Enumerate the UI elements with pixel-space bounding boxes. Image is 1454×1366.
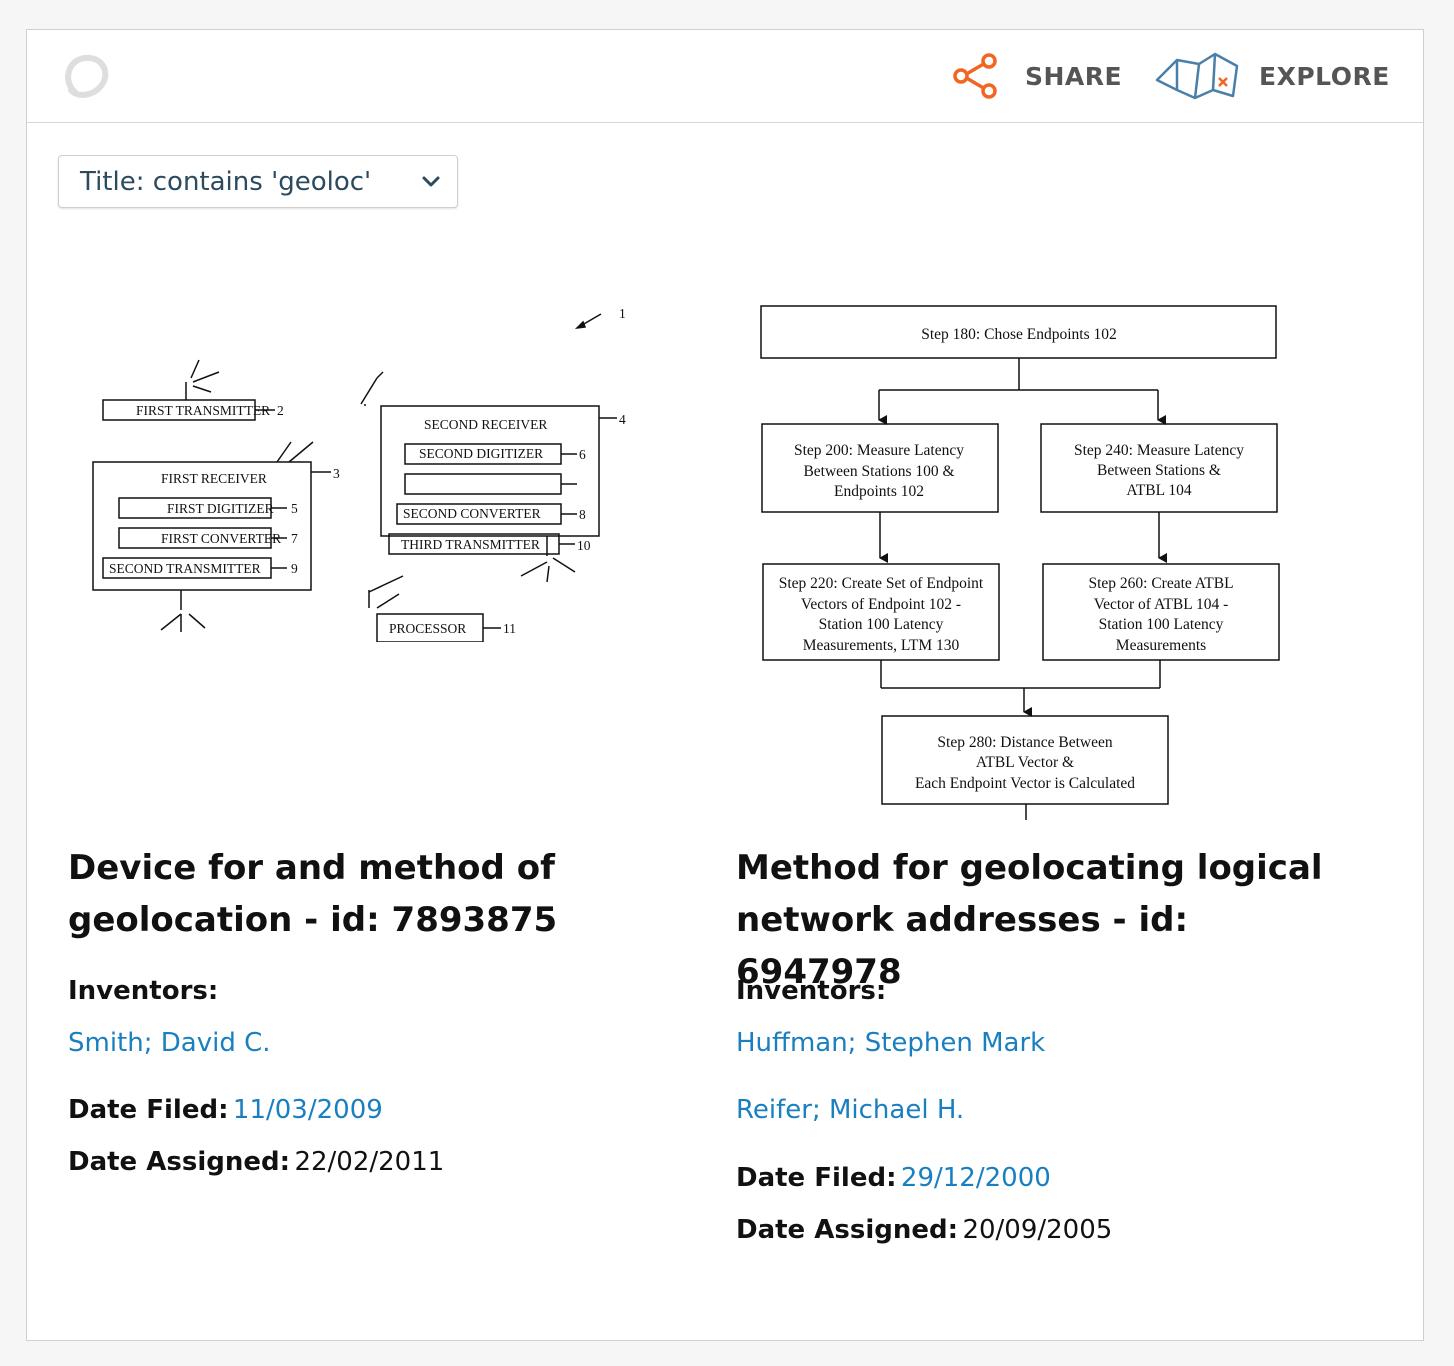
result-1-inventor-link[interactable]: Smith; David C. xyxy=(68,1028,271,1058)
chevron-down-icon xyxy=(422,176,440,186)
fig2-step-240-l2: Between Stations & xyxy=(1097,462,1221,479)
fig1-ref-4: 4 xyxy=(619,412,626,427)
fig2-step-220-l4: Measurements, LTM 130 xyxy=(803,637,960,654)
result-1-date-filed: Date Filed: 11/03/2009 xyxy=(68,1095,383,1125)
share-label: SHARE xyxy=(1025,61,1123,91)
fig1-ref-1: 1 xyxy=(619,306,626,321)
fig2-step-260-l2: Vector of ATBL 104 - xyxy=(1094,596,1229,613)
explore-button[interactable]: EXPLORE xyxy=(1155,50,1390,102)
fig2-step-200-l1: Step 200: Measure Latency xyxy=(794,442,964,459)
logo-icon[interactable] xyxy=(61,52,113,104)
result-2-title-line1: Method for geolocating logical xyxy=(736,848,1323,888)
result-1-title-line1: Device for and method of xyxy=(68,848,555,888)
fig1-ref-11: 11 xyxy=(503,621,516,636)
result-1-date-assigned: Date Assigned: 22/02/2011 xyxy=(68,1147,444,1177)
filter-dropdown[interactable]: Title: contains 'geoloc' xyxy=(58,155,458,208)
date-assigned-label: Date Assigned: xyxy=(68,1147,290,1177)
fig2-step-220-l3: Station 100 Latency xyxy=(819,616,944,633)
date-assigned-value: 20/09/2005 xyxy=(962,1215,1113,1245)
result-1-figure[interactable]: 1 FIRST TRANSMITTER 2 FIRST RECEIVER 3 F… xyxy=(81,292,651,642)
fig2-step-200-l2: Between Stations 100 & xyxy=(803,463,954,480)
result-2-title[interactable]: Method for geolocating logical network a… xyxy=(736,842,1356,998)
fig1-ref-10: 10 xyxy=(577,538,591,553)
results-card: SHARE EXPLORE Title: contains 'geoloc' xyxy=(26,29,1424,1341)
result-2-date-filed: Date Filed: 29/12/2000 xyxy=(736,1163,1051,1193)
result-1-title[interactable]: Device for and method of geolocation - i… xyxy=(68,842,688,946)
result-1-inventors-label: Inventors: xyxy=(68,976,219,1006)
fig1-first-digitizer: FIRST DIGITIZER xyxy=(167,501,274,516)
result-2-inventor-link[interactable]: Reifer; Michael H. xyxy=(736,1095,965,1125)
fig2-step-280-l2: ATBL Vector & xyxy=(976,754,1074,771)
fig1-processor: PROCESSOR xyxy=(389,621,466,636)
fig1-first-converter: FIRST CONVERTER xyxy=(161,531,281,546)
fig1-first-receiver: FIRST RECEIVER xyxy=(161,471,267,486)
result-1-title-line2: geolocation - id: 7893875 xyxy=(68,900,558,940)
share-button[interactable]: SHARE xyxy=(951,50,1122,102)
date-filed-link[interactable]: 11/03/2009 xyxy=(232,1095,383,1125)
result-2-inventors-label: Inventors: xyxy=(736,976,887,1006)
date-assigned-label: Date Assigned: xyxy=(736,1215,958,1245)
date-filed-label: Date Filed: xyxy=(736,1163,897,1193)
fig1-ref-7: 7 xyxy=(291,531,298,546)
fig2-step-260-l1: Step 260: Create ATBL xyxy=(1088,575,1233,592)
date-assigned-value: 22/02/2011 xyxy=(294,1147,445,1177)
result-2: Method for geolocating logical network a… xyxy=(736,842,1356,1245)
map-icon xyxy=(1155,52,1239,100)
fig1-ref-6: 6 xyxy=(579,447,586,462)
date-filed-label: Date Filed: xyxy=(68,1095,229,1125)
result-2-figure[interactable]: Step 180: Chose Endpoints 102 Step 200: … xyxy=(757,300,1287,822)
result-2-title-line2: network addresses - id: 6947978 xyxy=(736,900,1189,992)
fig2-step-280-l3: Each Endpoint Vector is Calculated xyxy=(915,775,1135,792)
fig1-ref-9: 9 xyxy=(291,561,298,576)
fig1-second-digitizer: SECOND DIGITIZER xyxy=(419,446,543,461)
result-2-inventor-link[interactable]: Huffman; Stephen Mark xyxy=(736,1028,1046,1058)
explore-label: EXPLORE xyxy=(1259,61,1390,91)
fig2-step-200-l3: Endpoints 102 xyxy=(834,483,924,500)
fig1-second-receiver: SECOND RECEIVER xyxy=(424,417,547,432)
fig1-ref-5: 5 xyxy=(291,501,298,516)
fig2-step-220-l1: Step 220: Create Set of Endpoint xyxy=(779,575,984,592)
fig1-second-converter: SECOND CONVERTER xyxy=(403,506,541,521)
fig1-ref-8: 8 xyxy=(579,507,586,522)
fig2-step-180: Step 180: Chose Endpoints 102 xyxy=(921,326,1116,343)
filter-label: Title: contains 'geoloc' xyxy=(80,166,372,197)
fig2-step-240-l1: Step 240: Measure Latency xyxy=(1074,442,1244,459)
fig2-step-260-l4: Measurements xyxy=(1116,637,1206,654)
fig1-ref-2: 2 xyxy=(277,403,284,418)
fig1-second-transmitter: SECOND TRANSMITTER xyxy=(109,561,261,576)
fig2-step-220-l2: Vectors of Endpoint 102 - xyxy=(801,596,961,613)
fig2-step-280-l1: Step 280: Distance Between xyxy=(937,734,1112,751)
share-icon xyxy=(953,53,997,99)
fig2-step-260-l3: Station 100 Latency xyxy=(1099,616,1224,633)
fig1-ref-3: 3 xyxy=(333,466,340,481)
date-filed-link[interactable]: 29/12/2000 xyxy=(900,1163,1051,1193)
fig2-step-240-l3: ATBL 104 xyxy=(1126,482,1192,499)
result-1: Device for and method of geolocation - i… xyxy=(68,842,688,1177)
top-bar: SHARE EXPLORE xyxy=(27,30,1423,123)
result-2-date-assigned: Date Assigned: 20/09/2005 xyxy=(736,1215,1112,1245)
fig1-first-transmitter: FIRST TRANSMITTER xyxy=(136,403,270,418)
fig1-third-transmitter: THIRD TRANSMITTER xyxy=(401,537,540,552)
